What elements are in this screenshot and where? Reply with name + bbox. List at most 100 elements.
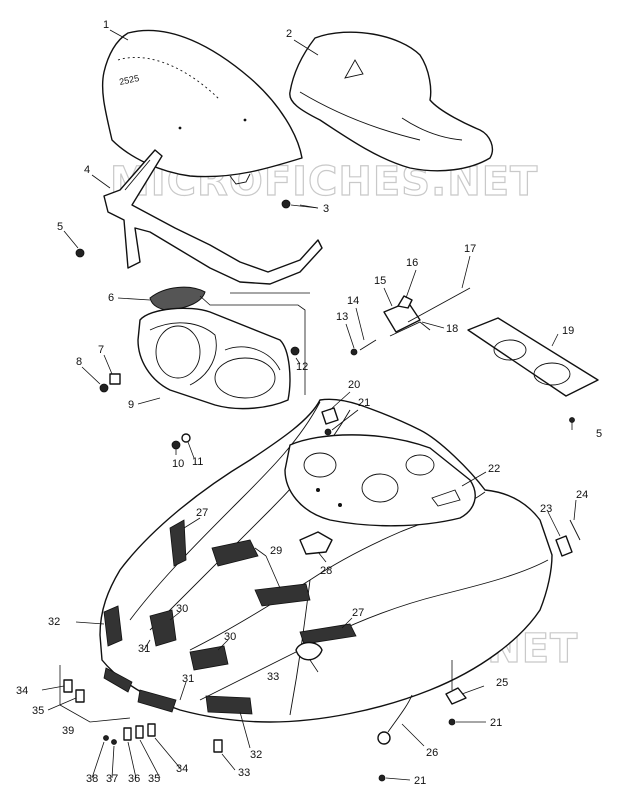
callout-29: 29 [270,545,282,557]
vent-part-31b[interactable] [137,689,177,713]
vent-part-30a[interactable] [149,609,177,647]
callout-35-bottom: 35 [148,773,160,785]
screw-part-38[interactable] [103,735,109,741]
callout-33-bottom: 33 [238,767,250,779]
vent-part-29a[interactable] [211,539,259,567]
clip-part-35b[interactable] [135,725,144,739]
callout-16: 16 [406,257,418,269]
vent-grille-part-6[interactable] [149,286,206,311]
callout-21-top: 21 [358,397,370,409]
pin-part-13[interactable] [350,348,358,356]
cowl-cover-part-2[interactable] [289,31,494,172]
callout-27-top: 27 [196,507,208,519]
callout-1: 1 [103,19,109,31]
vent-part-29b[interactable] [254,583,311,607]
knob-part-28[interactable] [299,531,333,555]
bracket-part-18[interactable] [389,321,431,337]
windshield-bracket-part-4[interactable] [103,149,323,285]
clip-part-7[interactable] [109,373,121,385]
bracket-part-25[interactable] [445,687,467,705]
callout-32-left: 32 [48,616,60,628]
vent-part-30b[interactable] [189,645,229,671]
nut-part-8[interactable] [99,383,109,393]
spring-part-14[interactable] [359,339,377,351]
clip-part-20[interactable] [321,407,339,425]
callout-25: 25 [496,677,508,689]
callout-numbers: 1 2 3 4 5 6 7 8 9 10 11 12 13 14 15 16 1… [16,19,602,787]
callout-13: 13 [336,311,348,323]
callout-34-left: 34 [16,685,28,697]
callout-32-bottom: 32 [250,749,262,761]
callout-27-bottom: 27 [352,607,364,619]
bracket-part-23[interactable] [555,535,573,557]
vent-part-32b[interactable] [205,695,253,715]
screw-part-5b[interactable] [569,417,575,423]
callout-22: 22 [488,463,500,475]
callout-21-middle: 21 [490,717,502,729]
clip-part-36[interactable] [123,727,132,741]
callout-4: 4 [84,164,90,176]
callout-35-left: 35 [32,705,44,717]
vent-part-32a[interactable] [103,605,123,647]
pin-part-24[interactable] [569,519,581,541]
callout-3: 3 [323,203,329,215]
vent-part-27a[interactable] [169,519,187,567]
callout-18: 18 [446,323,458,335]
headlight-housing-part-9[interactable] [137,307,291,410]
clip-part-34a[interactable] [63,679,73,693]
callout-11: 11 [192,456,203,468]
callout-30-top: 30 [176,603,188,615]
callout-6: 6 [108,292,114,304]
callout-5-right: 5 [596,428,602,440]
rivet-part-21c[interactable] [378,774,386,782]
callout-36: 36 [128,773,140,785]
callout-34-bottom: 34 [176,763,188,775]
latch-assembly[interactable] [350,287,471,356]
clip-part-34b[interactable] [147,723,156,737]
nut-part-10[interactable] [171,440,181,450]
callout-10: 10 [172,458,184,470]
screw-part-37[interactable] [111,739,117,745]
rivet-part-21a[interactable] [324,428,332,436]
callout-19: 19 [562,325,574,337]
callout-20: 20 [348,379,360,391]
callout-28: 28 [320,565,332,577]
hood-shell-part-22[interactable] [99,398,553,723]
callout-2: 2 [286,28,292,40]
callout-23: 23 [540,503,552,515]
callout-21-bottom: 21 [414,775,426,787]
rod-part-17[interactable] [407,287,471,323]
callout-9: 9 [128,399,134,411]
light-part-26[interactable] [377,694,413,745]
callout-17: 17 [464,243,476,255]
leader-lines [41,29,577,781]
callout-14: 14 [347,295,359,307]
gasket-part-19[interactable] [467,317,599,397]
screw-part-12[interactable] [290,346,300,356]
windshield-part-1[interactable]: 2525 [101,29,303,185]
callout-38: 38 [86,773,98,785]
callout-31-top: 31 [138,643,150,655]
bracket-guide-39 [59,665,131,723]
callout-7: 7 [98,344,104,356]
washer-part-11[interactable] [181,433,191,443]
clip-part-16[interactable] [397,295,413,309]
callout-26: 26 [426,747,438,759]
vent-part-31a[interactable] [103,667,133,693]
clip-part-35a[interactable] [75,689,85,703]
callout-5-left: 5 [57,221,63,233]
callout-33-middle: 33 [267,671,279,683]
windshield-marking: 2525 [118,73,140,87]
cap-part-33a[interactable] [295,641,323,661]
callout-37: 37 [106,773,118,785]
callout-8: 8 [76,356,82,368]
callout-24: 24 [576,489,588,501]
clip-part-33b[interactable] [213,739,223,753]
callout-12: 12 [296,361,308,373]
rivet-part-21b[interactable] [448,718,456,726]
screw-part-5[interactable] [75,248,85,258]
callout-15: 15 [374,275,386,287]
callout-30-bottom: 30 [224,631,236,643]
vent-part-27b[interactable] [299,623,357,645]
